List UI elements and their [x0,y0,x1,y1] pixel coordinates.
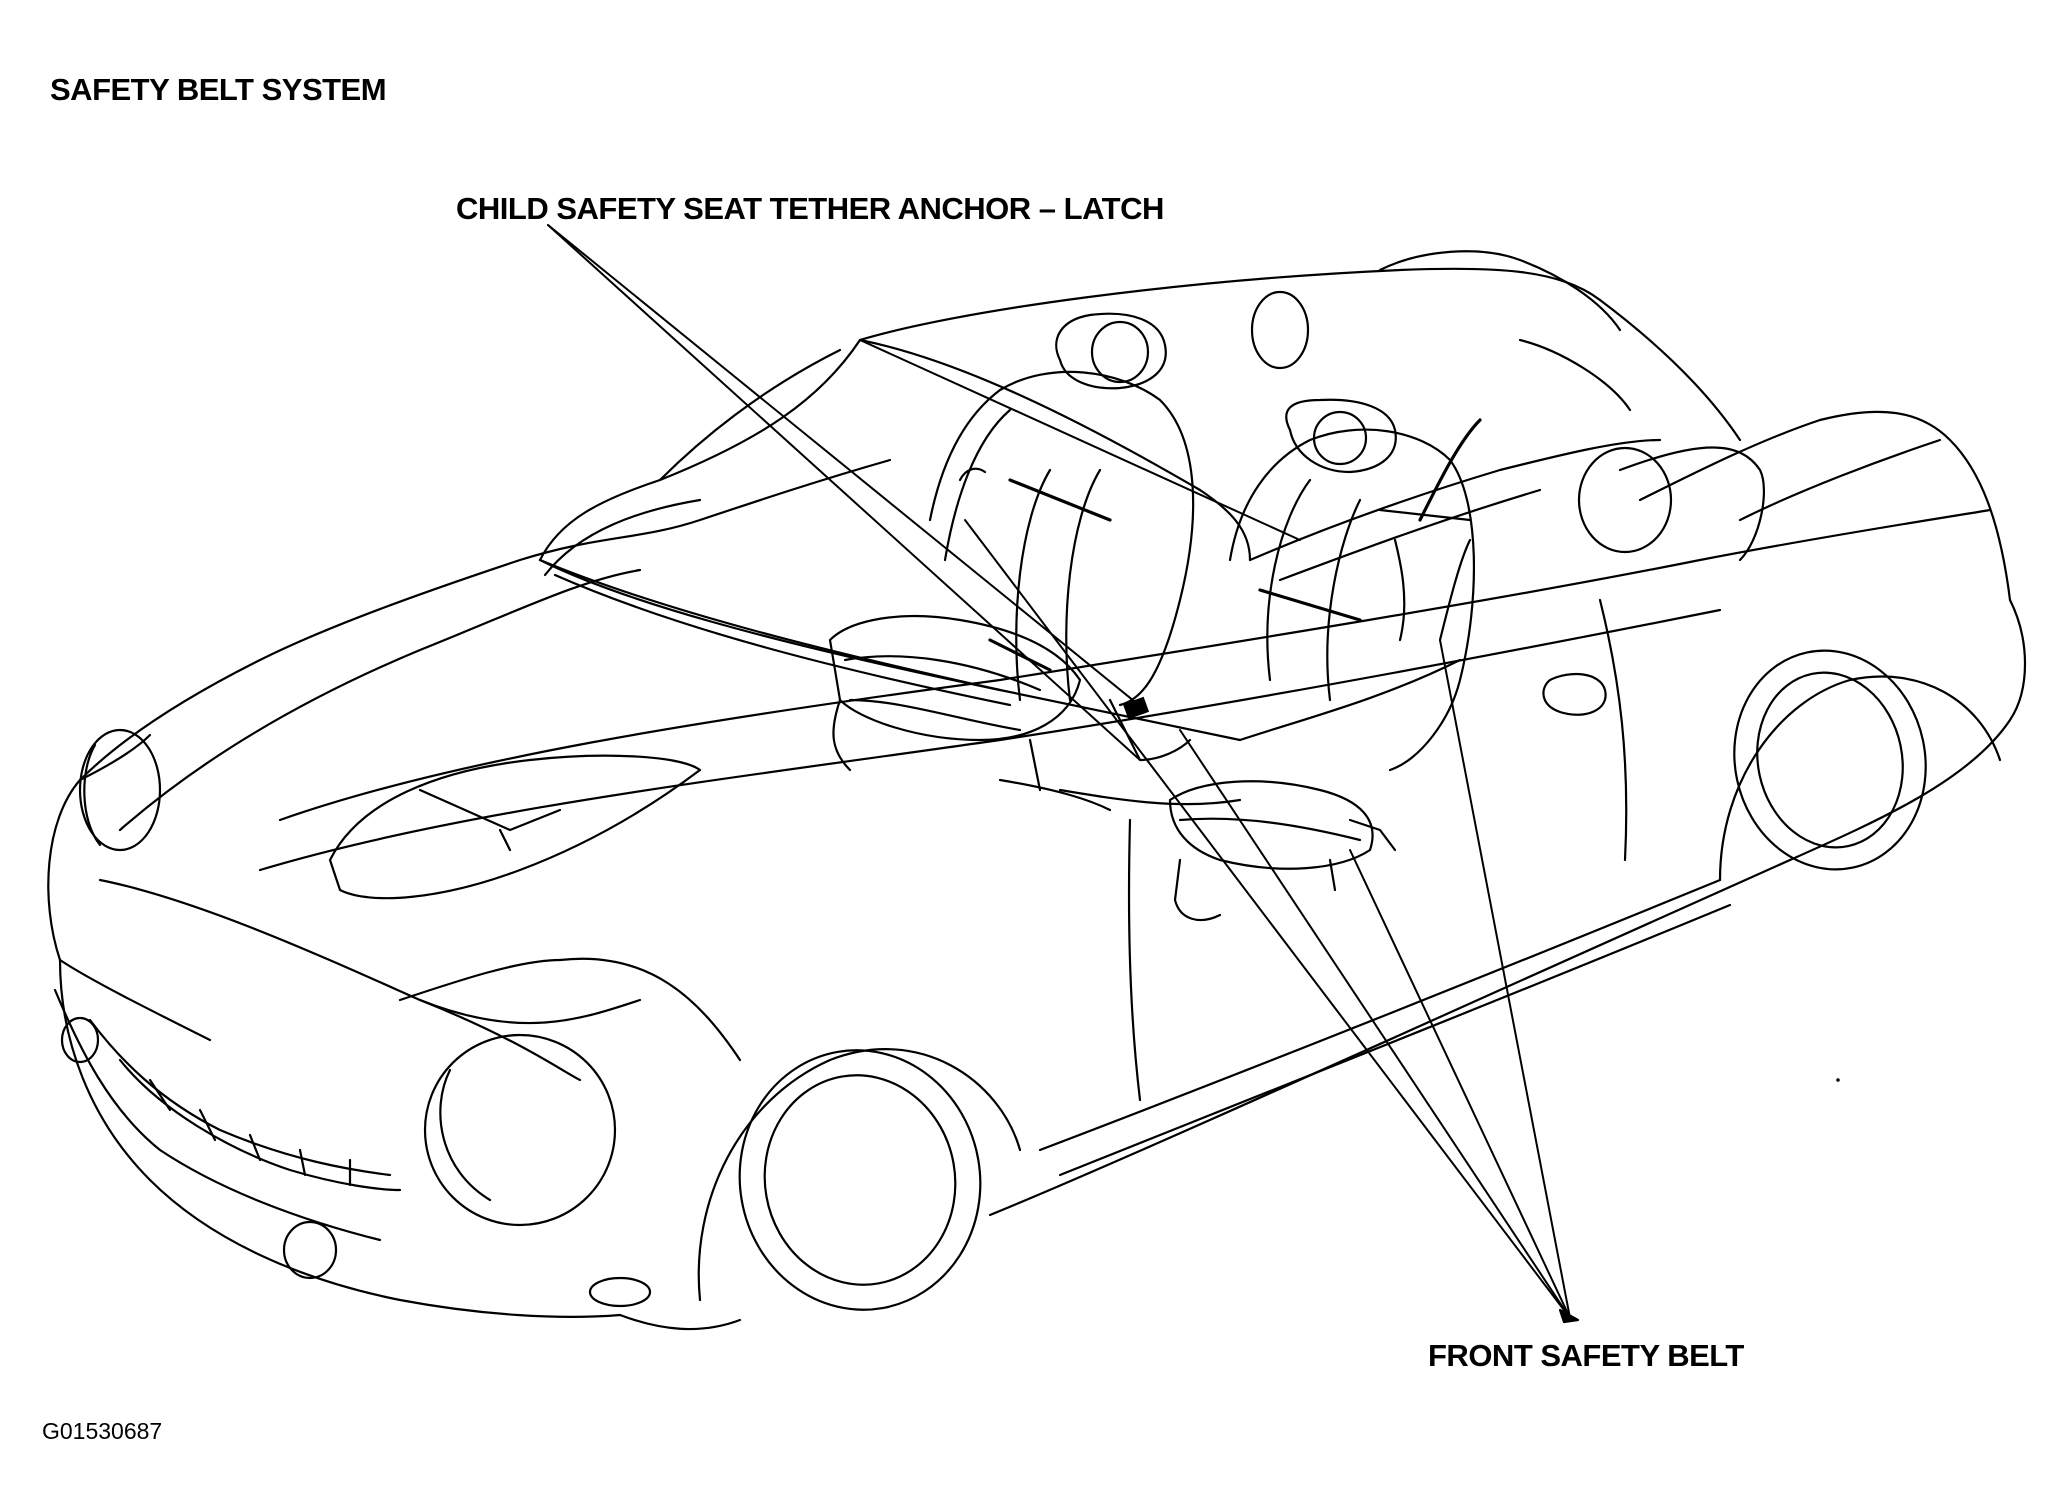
belt-line [859,339,1301,541]
leader-front-belt-a [964,519,1571,1319]
leader-front-belt-d [1439,639,1571,1319]
car-hood [53,558,1012,1280]
leader-arrow-tip [1558,1308,1580,1324]
leader-lines [547,224,1580,1324]
leader-child-anchor-a [547,224,1146,711]
figure-id: G01530687 [42,1418,163,1444]
callout-child-safety-seat-tether-anchor: CHILD SAFETY SEAT TETHER ANCHOR – LATCH [456,191,1164,226]
callout-front-safety-belt: FRONT SAFETY BELT [1428,1338,1744,1373]
leader-child-anchor-b [547,224,1141,761]
windshield-and-top [538,250,1742,742]
leader-front-belt-b [1179,729,1571,1319]
diagram-title: SAFETY BELT SYSTEM [50,72,387,107]
car-body [47,290,2027,1331]
leader-front-belt-c [1349,849,1571,1319]
